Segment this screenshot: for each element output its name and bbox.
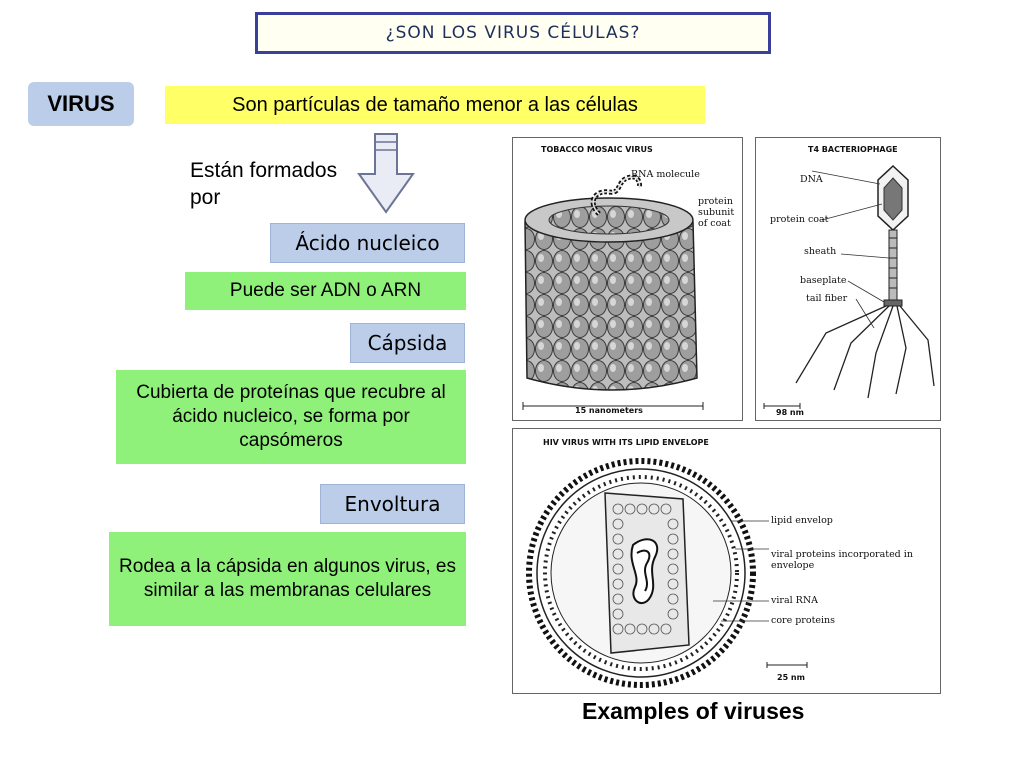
- t4-scale-bar: [763, 403, 801, 409]
- t4-tail-label: tail fiber: [806, 293, 848, 304]
- tmv-title: TOBACCO MOSAIC VIRUS: [541, 145, 653, 154]
- tmv-scale-bar: [522, 402, 704, 410]
- definition-box: Son partículas de tamaño menor a las cél…: [165, 86, 705, 124]
- slide-title: ¿SON LOS VIRUS CÉLULAS?: [255, 12, 771, 54]
- t4-scale: 98 nm: [776, 408, 804, 417]
- t4-illustration: [795, 164, 935, 399]
- hiv-leader-lines: [713, 520, 769, 622]
- hiv-lipid-label: lipid envelop: [771, 515, 833, 526]
- tmv-illustration: [524, 174, 698, 391]
- hiv-scale: 25 nm: [777, 673, 805, 682]
- formed-by-text: Están formados por: [190, 159, 338, 209]
- examples-caption: Examples of viruses: [582, 698, 805, 724]
- hiv-illustration: [526, 458, 756, 688]
- hiv-core-label: core proteins: [771, 615, 836, 626]
- hiv-rna-label: viral RNA: [771, 595, 818, 606]
- tmv-panel: TOBACCO MOSAIC VIRUS RNA molecule protei…: [512, 137, 743, 421]
- tmv-protein-label: protein subunit of coat: [698, 196, 735, 229]
- envoltura-label: Envoltura: [320, 484, 465, 524]
- hiv-scale-bar: [766, 662, 808, 668]
- t4-sheath-label: sheath: [804, 246, 837, 257]
- hiv-title: HIV VIRUS WITH ITS LIPID ENVELOPE: [543, 438, 709, 447]
- tmv-rna-label: RNA molecule: [631, 169, 700, 180]
- t4-panel: T4 BACTERIOPHAGE DNA protein coat sheath…: [755, 137, 941, 421]
- capsida-desc: Cubierta de proteínas que recubre al áci…: [116, 370, 466, 464]
- acido-nucleico-label: Ácido nucleico: [270, 223, 465, 263]
- acido-nucleico-desc: Puede ser ADN o ARN: [185, 272, 466, 310]
- capsida-label: Cápsida: [350, 323, 465, 363]
- t4-baseplate-label: baseplate: [800, 275, 847, 286]
- down-arrow-icon: [357, 133, 415, 214]
- t4-coat-label: protein coat: [770, 214, 829, 225]
- t4-dna-label: DNA: [800, 174, 823, 185]
- hiv-proteins-label: viral proteins incorporated in envelope: [771, 549, 913, 571]
- virus-label: VIRUS: [28, 82, 134, 126]
- envoltura-desc: Rodea a la cápsida en algunos virus, es …: [109, 532, 466, 626]
- hiv-panel: HIV VIRUS WITH ITS LIPID ENVELOPE lipid …: [512, 428, 941, 694]
- t4-title: T4 BACTERIOPHAGE: [808, 145, 898, 154]
- tmv-scale: 15 nanometers: [575, 406, 643, 415]
